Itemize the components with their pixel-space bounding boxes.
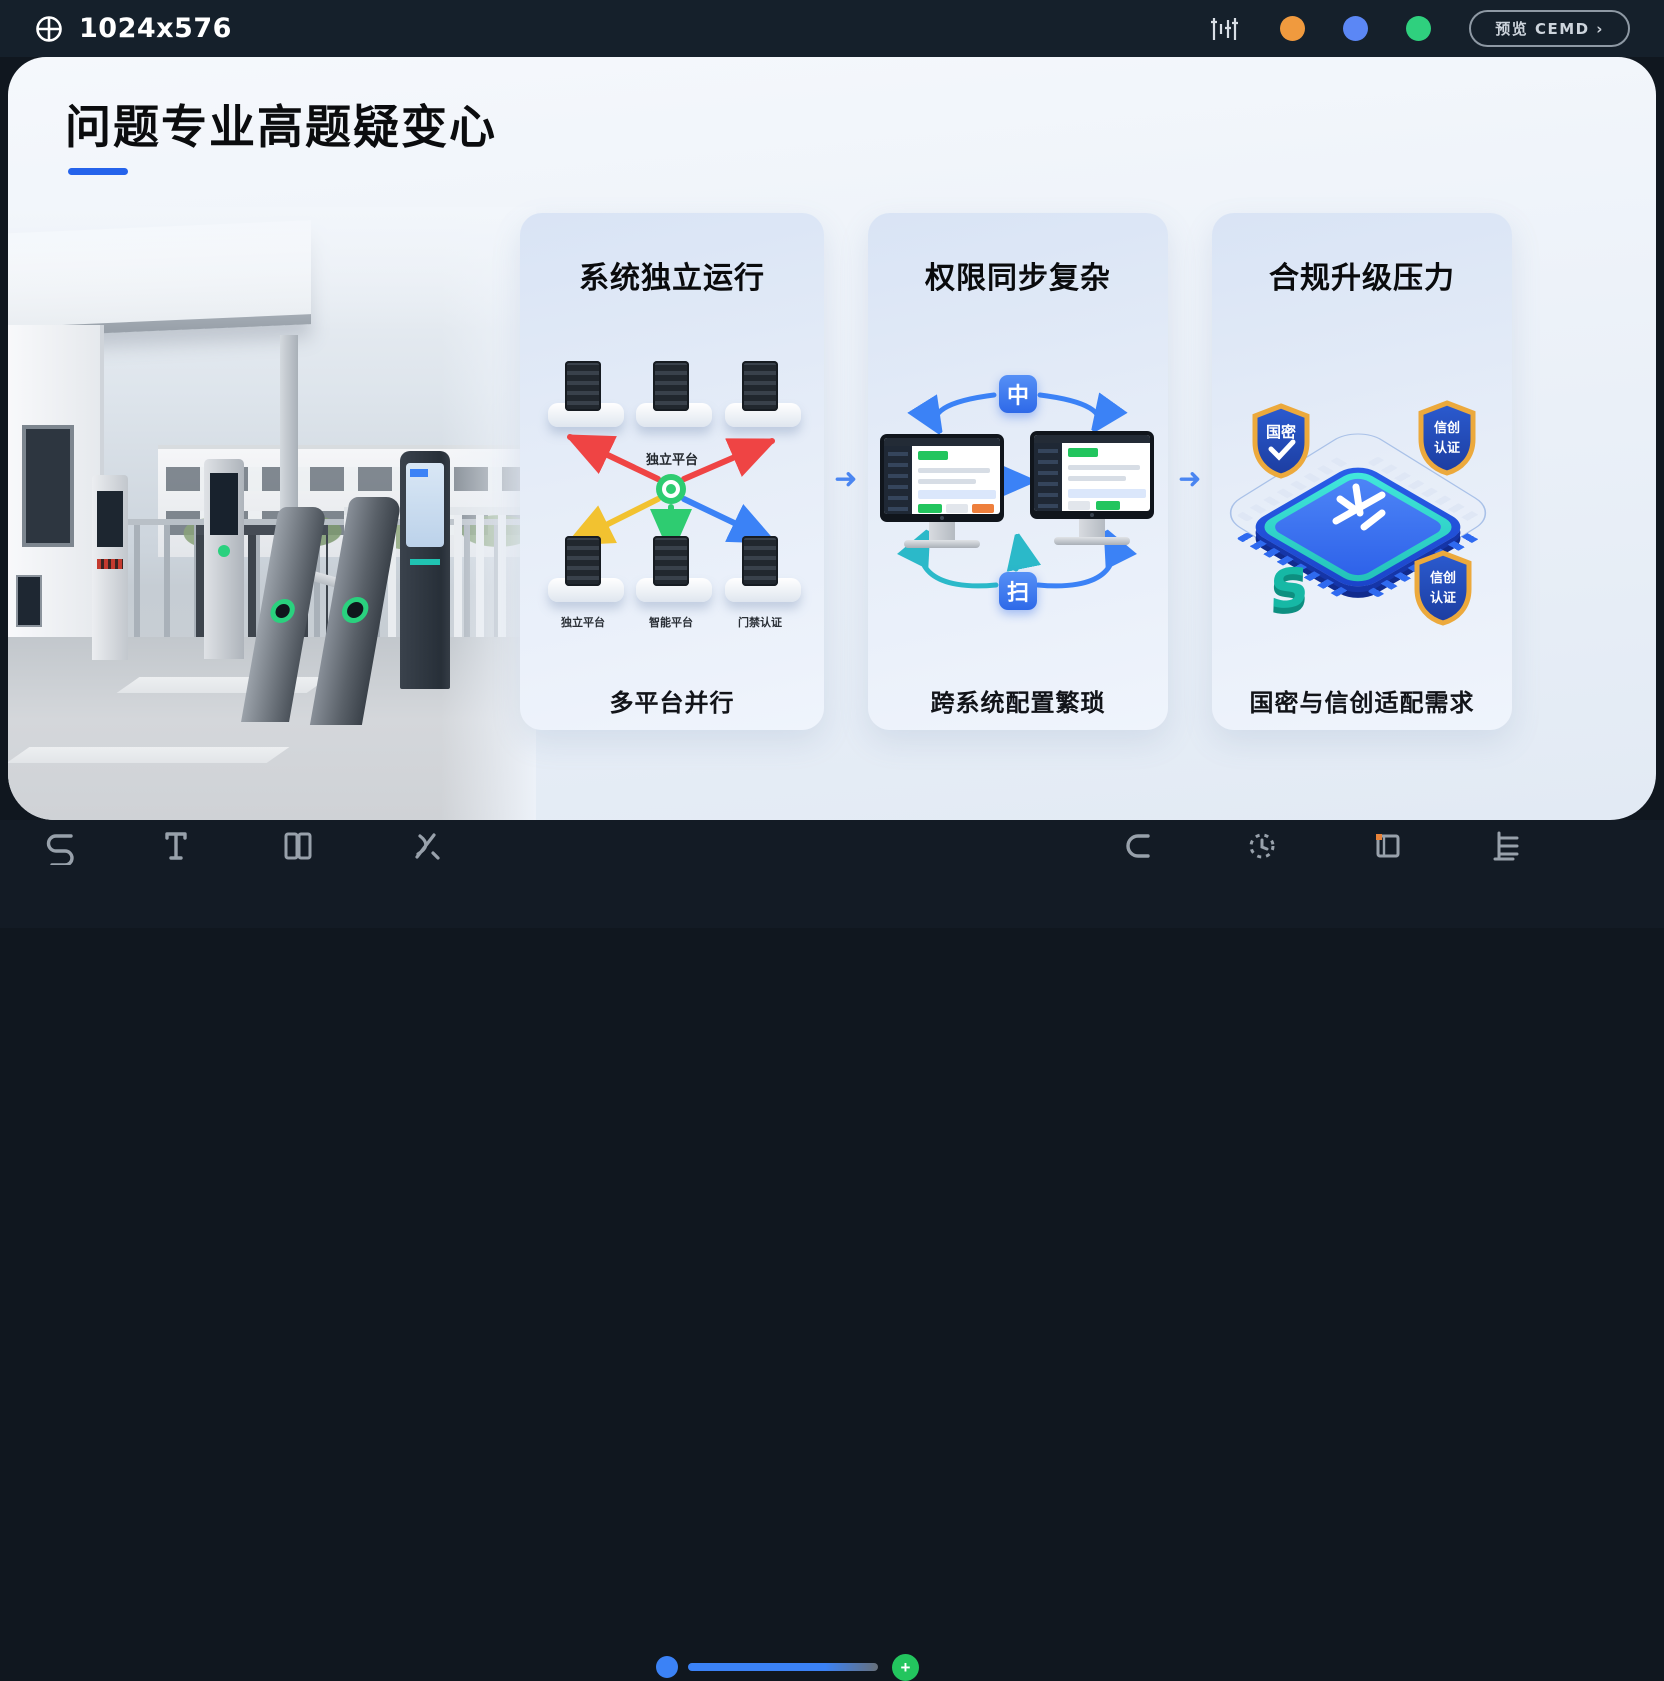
svg-text:认证: 认证 [1434, 440, 1460, 456]
card3-title: 合规升级压力 [1269, 261, 1455, 296]
monitor-admin-right [1030, 431, 1154, 545]
sync-badge-bottom: 扫 [999, 572, 1037, 610]
book-icon [284, 832, 312, 860]
server-icon [636, 361, 712, 427]
server-icon [636, 536, 712, 602]
add-button[interactable]: + [892, 1654, 919, 1681]
server-label: 独立平台 [561, 616, 605, 629]
card-compliance-upgrade: 合规升级压力 国密 信创 认证 S 信创 [1212, 213, 1512, 730]
globe-icon [36, 15, 62, 42]
card3-caption: 国密与信创适配需求 [1249, 689, 1475, 717]
hub-arrows-graphic [520, 434, 824, 554]
server-icon [548, 361, 624, 427]
text-tool-button[interactable] [154, 824, 198, 868]
c-bracket-icon [1126, 834, 1150, 858]
slide-canvas[interactable]: 问题专业高题疑变心 系统独立运行 独立平台 [8, 57, 1656, 820]
hub-label: 独立平台 [645, 453, 698, 468]
pages-tool-button[interactable] [276, 824, 320, 868]
slide-title: 问题专业高题疑变心 [65, 100, 497, 154]
svg-text:信创: 信创 [1430, 570, 1456, 586]
monitor-icon [1493, 831, 1519, 861]
teal-s-icon: S [1268, 555, 1311, 622]
card2-caption: 跨系统配置繁琐 [930, 689, 1106, 717]
arrow-right-icon: ➜ [834, 462, 858, 495]
frame-icon [1376, 834, 1400, 858]
monitor-admin-left [880, 434, 1004, 548]
card1-title: 系统独立运行 [579, 261, 765, 296]
green-dot[interactable] [1406, 16, 1432, 41]
shield-xinchuang-icon: 信创 认证 [1414, 550, 1472, 626]
server-icon [548, 536, 624, 602]
status-glyph-icon [1211, 17, 1239, 40]
slider-track[interactable] [688, 1663, 878, 1671]
card-permission-sync: 权限同步复杂 中 [868, 213, 1168, 730]
undo-tool-button[interactable] [38, 824, 82, 868]
title-underline [68, 168, 128, 175]
shield-guomi-icon: 国密 [1252, 403, 1310, 479]
slider-thumb[interactable] [656, 1656, 678, 1678]
preview-button[interactable]: 预览 CEMD › [1469, 10, 1630, 47]
resolution-label: 1024x576 [79, 13, 232, 44]
orange-dot[interactable] [1280, 16, 1306, 41]
bottom-toolbar: + [0, 820, 1664, 1681]
photo-haze-overlay [8, 207, 536, 820]
plus-icon: + [900, 1657, 911, 1677]
svg-text:信创: 信创 [1434, 420, 1460, 436]
server-label: 智能平台 [649, 616, 693, 629]
server-label: 门禁认证 [738, 616, 782, 629]
display-tool-button[interactable] [1484, 824, 1528, 868]
server-icon [725, 361, 801, 427]
chip-glyph [1332, 483, 1386, 531]
arrow-right-icon: ➜ [1178, 462, 1202, 495]
history-icon [1249, 833, 1275, 859]
server-icon [725, 536, 801, 602]
card2-title: 权限同步复杂 [925, 261, 1111, 296]
photo-campus-entrance [8, 207, 536, 820]
svg-text:国密: 国密 [1266, 423, 1296, 441]
text-tool-icon [165, 832, 187, 860]
bracket-tool-button[interactable] [1118, 824, 1162, 868]
svg-text:认证: 认证 [1430, 590, 1456, 606]
topbar-controls: 预览 CEMD › [1208, 10, 1630, 47]
shield-xinchuang-icon: 信创 认证 [1418, 400, 1476, 476]
history-tool-button[interactable] [1240, 824, 1284, 868]
undo-icon [46, 834, 74, 865]
resolution-group: 1024x576 [34, 13, 232, 44]
blue-dot[interactable] [1343, 16, 1369, 41]
frame-tool-button[interactable] [1366, 824, 1410, 868]
sync-badge-top: 中 [999, 375, 1037, 413]
top-bar: 1024x576 预览 CEMD › [0, 0, 1664, 57]
pen-icon [415, 833, 440, 860]
card-system-independent: 系统独立运行 独立平台 独立平台 智能平台 门禁认证 多平台并行 [520, 213, 824, 730]
sync-arrows-graphic [868, 363, 1168, 589]
draw-tool-button[interactable] [404, 824, 448, 868]
card1-caption: 多平台并行 [609, 689, 735, 717]
